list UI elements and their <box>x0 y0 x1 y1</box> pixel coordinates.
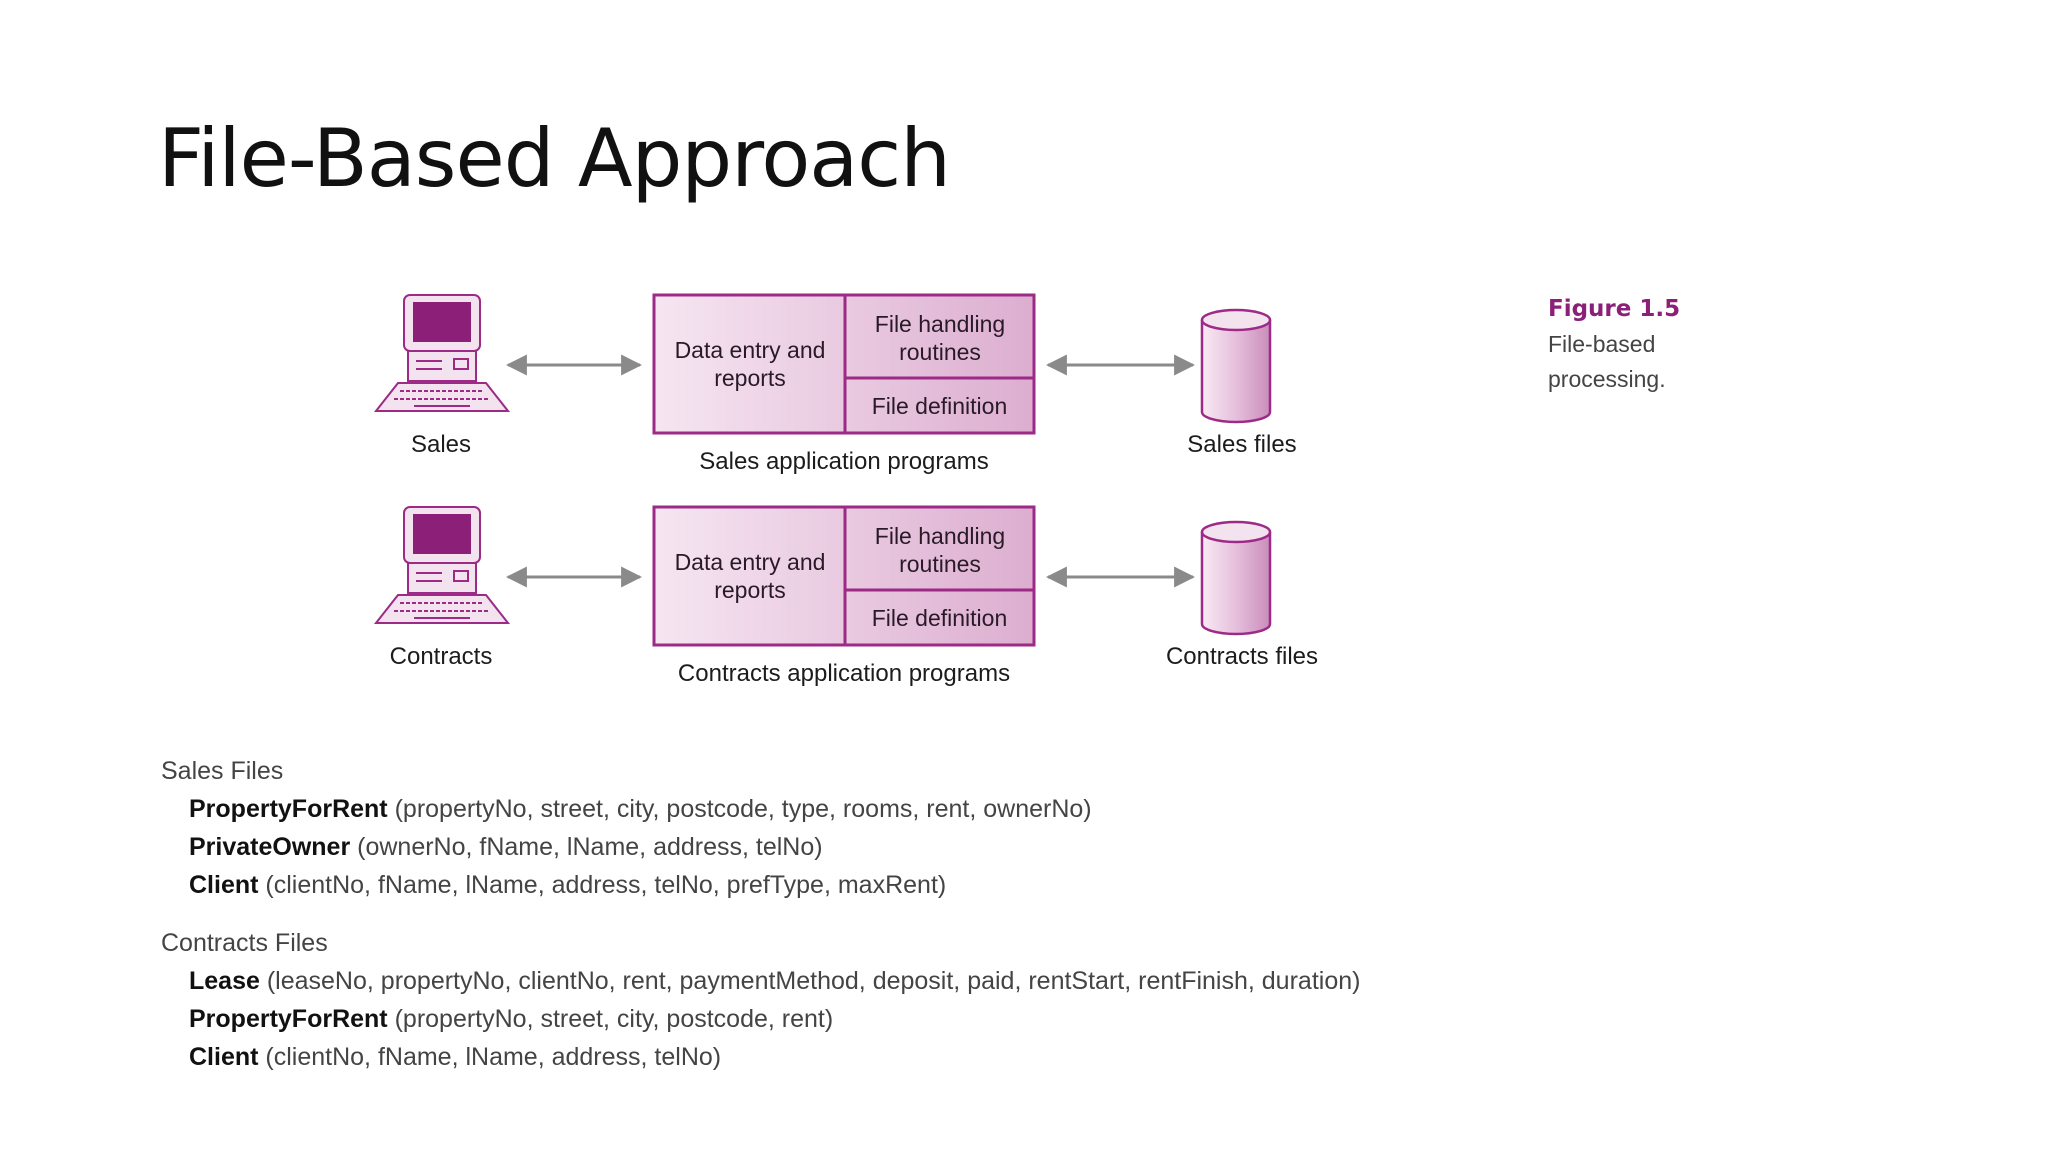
table-name: PrivateOwner <box>189 833 351 861</box>
table-name: Client <box>189 871 259 899</box>
slide-title: File-Based Approach <box>158 112 951 205</box>
contracts-files-label: Contracts files <box>1165 643 1319 670</box>
table-row: Client (clientNo, fName, lName, address,… <box>161 866 1092 904</box>
database-cylinder-icon <box>1200 520 1272 636</box>
table-name: Client <box>189 1043 259 1071</box>
computer-icon <box>373 506 511 624</box>
table-attributes: (propertyNo, street, city, postcode, ren… <box>394 1005 834 1033</box>
table-name: PropertyForRent <box>189 795 388 823</box>
table-attributes: (ownerNo, fName, lName, address, telNo) <box>357 833 823 861</box>
table-row: Lease (leaseNo, propertyNo, clientNo, re… <box>161 962 1360 1000</box>
file-based-processing-diagram: Sales Data entry and reports File handli… <box>373 292 1708 687</box>
table-row: PropertyForRent (propertyNo, street, cit… <box>161 790 1092 828</box>
table-row: PropertyForRent (propertyNo, street, cit… <box>161 1000 1360 1038</box>
table-attributes: (clientNo, fName, lName, address, telNo) <box>265 1043 722 1071</box>
contracts-files-heading: Contracts Files <box>161 929 328 957</box>
diagram-graphics <box>373 293 1272 647</box>
database-cylinder-icon <box>1200 308 1272 424</box>
table-row: PrivateOwner (ownerNo, fName, lName, add… <box>161 828 1092 866</box>
contracts-user-label: Contracts <box>389 643 493 670</box>
contracts-file-definition-label: File definition <box>871 605 1008 631</box>
sales-programs-label: Sales application programs <box>699 448 989 475</box>
contracts-data-entry-label: Data entry and reports <box>674 549 826 603</box>
sales-data-entry-label: Data entry and reports <box>674 337 826 391</box>
sales-files-schema: Sales Files PropertyForRent (propertyNo,… <box>161 752 1092 904</box>
table-name: PropertyForRent <box>189 1005 388 1033</box>
computer-icon <box>373 294 511 412</box>
table-attributes: (clientNo, fName, lName, address, telNo,… <box>265 871 947 899</box>
contracts-file-handling-label: File handling routines <box>874 523 1006 577</box>
table-attributes: (leaseNo, propertyNo, clientNo, rent, pa… <box>266 967 1361 995</box>
contracts-programs-label: Contracts application programs <box>677 660 1011 687</box>
sales-files-label: Sales files <box>1187 431 1297 458</box>
contracts-files-schema: Contracts Files Lease (leaseNo, property… <box>161 924 1360 1076</box>
sales-files-heading: Sales Files <box>161 757 284 785</box>
sales-application-box <box>652 293 1036 435</box>
sales-file-definition-label: File definition <box>871 393 1008 419</box>
contracts-application-box <box>652 505 1036 647</box>
figure-number: Figure 1.5 <box>1548 296 1681 322</box>
sales-file-handling-label: File handling routines <box>874 311 1006 365</box>
figure-caption: Figure 1.5 File-based processing. <box>1548 292 1708 397</box>
table-name: Lease <box>189 967 260 995</box>
table-row: Client (clientNo, fName, lName, address,… <box>161 1038 1360 1076</box>
table-attributes: (propertyNo, street, city, postcode, typ… <box>394 795 1092 823</box>
sales-user-label: Sales <box>410 431 472 458</box>
figure-caption-text: File-based processing. <box>1548 331 1666 392</box>
